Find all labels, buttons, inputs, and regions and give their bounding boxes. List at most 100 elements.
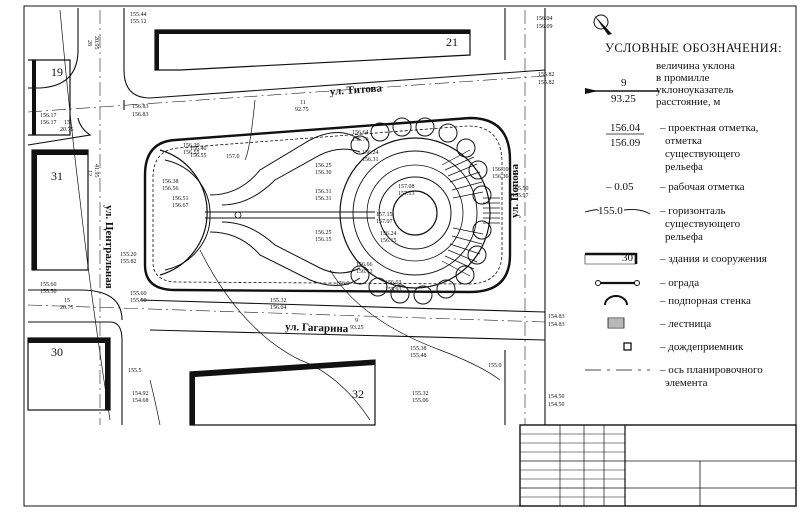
mark: 155.93 — [385, 287, 402, 293]
slope-value: 12 — [86, 170, 92, 176]
mark: 154.68 — [132, 398, 149, 404]
slope-value: 28 — [86, 40, 92, 46]
legend-working-desc: – рабочая отметка — [659, 181, 745, 193]
mark: 156.17 — [40, 120, 57, 126]
mark: 156.15 — [315, 237, 332, 243]
mark: 156.10 — [492, 167, 509, 173]
mark: 157.07 — [376, 219, 393, 225]
mark: 156.09 — [536, 24, 553, 30]
mark: 156.66 — [356, 262, 373, 268]
footpaths — [205, 132, 375, 286]
street-titova: ул. Титова — [329, 82, 382, 98]
mark: 154.50 — [548, 394, 565, 400]
square-fence — [143, 116, 512, 294]
mark: 156.25 — [315, 230, 332, 236]
legend-axis-desc-1: – ось планировочного — [659, 364, 763, 376]
building-fills — [28, 30, 470, 425]
mark: 155.48 — [410, 353, 427, 359]
mark: 154.50 — [548, 402, 565, 408]
mark: 155.50 — [40, 289, 57, 295]
mark: 155.06 — [412, 398, 429, 404]
contour-lines — [59, 9, 501, 426]
legend-slope-desc-4: расстояние, м — [656, 96, 720, 108]
building-21 — [154, 29, 471, 71]
stairs — [441, 149, 500, 277]
slope-distance: 20.95 — [93, 36, 99, 50]
mark: 155.44 — [130, 12, 147, 18]
square-inner-fence — [152, 125, 503, 285]
mark: 156.03 — [385, 280, 402, 286]
north-arrow-icon — [593, 14, 612, 35]
legend-contour-value: 155.0 — [598, 205, 623, 217]
legend-slope-desc-3: уклоноуказатель — [656, 84, 734, 96]
street-axes — [27, 10, 546, 425]
mark: 155.82 — [120, 259, 137, 265]
mark: 156.13 — [356, 269, 373, 275]
mark: 155.12 — [130, 19, 147, 25]
legend-title: УСЛОВНЫЕ ОБОЗНАЧЕНИЯ: — [605, 41, 782, 55]
block-19: 19 — [51, 65, 63, 79]
building-30 — [27, 337, 111, 411]
legend-contour-desc-1: – горизонталь — [659, 205, 725, 217]
drawing-frame — [23, 5, 797, 507]
building-31 — [31, 149, 89, 271]
mark: 156.39 — [183, 143, 200, 149]
mark: 156.31 — [315, 189, 332, 195]
mark: 156.55 — [183, 150, 200, 156]
building-19 — [28, 59, 71, 136]
slope-value: 11 — [300, 100, 306, 106]
mark: 156.31 — [362, 157, 379, 163]
slope-distance: 20.75 — [60, 305, 74, 311]
legend-mark-desc-3: существующего — [665, 148, 741, 160]
mark: 157.15 — [376, 212, 393, 218]
mark: 156.56 — [162, 186, 179, 192]
mark: 155.20 — [120, 252, 137, 258]
mark: 155.50 — [130, 298, 147, 304]
mark: 155.0 — [488, 363, 502, 369]
slope-distance: 41.95 — [93, 164, 99, 178]
mark: 156.0 — [336, 281, 350, 287]
mark: 154.92 — [132, 391, 149, 397]
mark: 157.0 — [226, 154, 240, 160]
mark: 156.55 — [190, 153, 207, 159]
mark: 155.38 — [410, 346, 427, 352]
legend-drain-desc: – дождеприемник — [659, 341, 744, 353]
retaining-wall-left — [159, 149, 208, 276]
mark: 156.25 — [315, 163, 332, 169]
mark: 155.82 — [538, 80, 555, 86]
street-curbs — [27, 8, 546, 425]
legend-stairs-desc: – лестница — [659, 318, 711, 330]
legend-mark-desc-1: – проектная отметка, — [659, 122, 759, 134]
block-30: 30 — [51, 345, 63, 359]
legend-building-desc: – здания и сооружения — [659, 253, 767, 265]
slope-distance: 93.25 — [350, 325, 364, 331]
mark: 156.24 — [380, 231, 397, 237]
plaza-scallops — [350, 117, 492, 305]
mark: 156.40 — [190, 146, 207, 152]
mark: 156.38 — [162, 179, 179, 185]
mark: 156.15 — [380, 238, 397, 244]
mark: 157.08 — [398, 184, 415, 190]
mark: 156.04 — [536, 16, 553, 22]
mark: 156.30 — [315, 170, 332, 176]
legend-mark-desc-2: отметка — [665, 135, 702, 147]
mark: 156.64 — [352, 130, 369, 136]
mark: 156.24 — [362, 150, 379, 156]
slope-value: 15 — [64, 120, 70, 126]
street-gagarina: ул. Гагарина — [285, 321, 349, 335]
slope-distance: 92.75 — [295, 107, 309, 113]
street-popova: ул. Попова — [509, 164, 521, 218]
slope-value: 15 — [64, 298, 70, 304]
mark: 155.97 — [512, 193, 529, 199]
mark: 155.32 — [270, 298, 287, 304]
legend-mark-existing: 156.09 — [610, 137, 641, 149]
legend-building-value: 30 — [622, 252, 634, 264]
mark: 156.70 — [352, 137, 369, 143]
legend-fence-desc: – ограда — [659, 277, 699, 289]
legend-mark-design: 156.04 — [610, 122, 641, 134]
title-block — [519, 424, 797, 507]
mark: 157.13 — [398, 191, 415, 197]
legend-working-mark: – 0.05 — [605, 181, 634, 193]
legend-slope-desc-1: величина уклона — [656, 60, 735, 72]
mark: 156.04 — [270, 305, 287, 311]
